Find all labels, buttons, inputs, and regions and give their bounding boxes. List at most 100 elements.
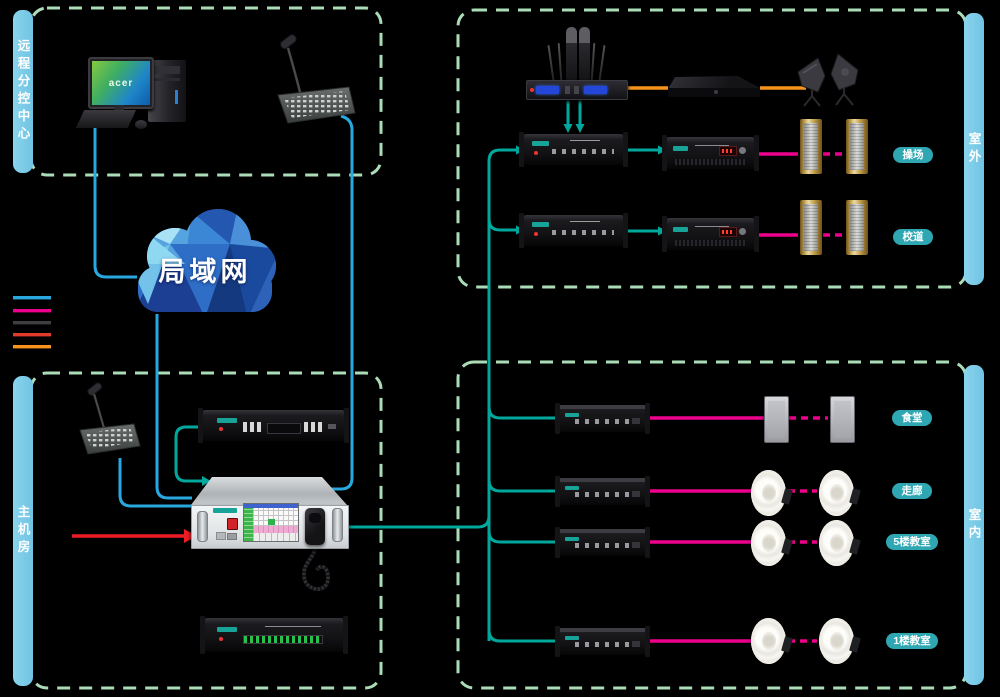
- mixer-title-line: [570, 221, 600, 222]
- receiver-display: [584, 86, 607, 94]
- directional-antenna: [797, 57, 826, 107]
- branch-floor1: [487, 629, 562, 643]
- brand-chip: [673, 146, 688, 151]
- host-ports: [216, 532, 226, 540]
- brand-chip: [565, 537, 579, 541]
- amp-mini-display: [632, 542, 640, 548]
- audio-trunk: [487, 148, 516, 641]
- column-speaker: [846, 200, 868, 255]
- brand-chip: [565, 486, 579, 490]
- ceiling-speaker: [751, 520, 786, 566]
- legend-line-speaker: [13, 309, 51, 313]
- host-power-button[interactable]: [227, 518, 238, 530]
- cd-display: [267, 423, 301, 434]
- cable-cd-to-host: [174, 425, 205, 483]
- host-handle-left: [197, 511, 208, 542]
- handheld-microphone: [566, 27, 577, 81]
- receiver-front: [526, 80, 628, 100]
- ceiling-speaker: [751, 618, 786, 664]
- lan-cloud-label: 局域网: [158, 257, 252, 287]
- cable-cloud-to-host: [155, 314, 192, 500]
- brand-chip: [213, 508, 237, 513]
- broadcast-host: [191, 477, 349, 550]
- wall-speaker: [830, 396, 855, 443]
- mixer-amplifier-school-road: [519, 213, 628, 248]
- amp-led-display: [719, 227, 737, 237]
- zone-label-floor1-classroom: 1楼教室: [886, 633, 938, 649]
- antenna: [590, 42, 596, 82]
- branch-canteen: [487, 406, 562, 420]
- antenna: [598, 45, 606, 81]
- column-speaker: [800, 200, 822, 255]
- legend-line-lan: [13, 296, 51, 300]
- host-handle-right: [332, 508, 343, 542]
- amp-vents: [675, 240, 746, 246]
- section-label-remote-center: 远程分控中心: [13, 10, 33, 173]
- brand-chip: [217, 627, 237, 632]
- antenna: [547, 45, 555, 81]
- host-touchscreen[interactable]: [243, 503, 299, 542]
- zone-amplifier-floor5: [555, 527, 650, 558]
- zone-amplifier-canteen: [555, 403, 650, 434]
- amp-mini-display: [632, 418, 640, 424]
- legend-line-alert: [13, 333, 51, 337]
- zone-amplifier-corridor: [555, 476, 650, 507]
- wall-speaker: [764, 396, 789, 443]
- pc-tower: [148, 60, 186, 122]
- cd-player: [198, 408, 349, 443]
- ceiling-speaker: [819, 520, 854, 566]
- section-label-outdoor: 室外: [964, 13, 984, 285]
- section-label-indoor: 室内: [964, 365, 984, 685]
- host-usb: [227, 533, 237, 540]
- legend-line-dark: [13, 321, 51, 325]
- zone-label-canteen: 食堂: [892, 410, 932, 426]
- column-speaker: [846, 119, 868, 174]
- branch-outdoor-2: [487, 218, 516, 232]
- zone-label-school-road: 校道: [893, 229, 933, 245]
- brand-chip: [217, 418, 237, 423]
- directional-antenna: [830, 53, 859, 106]
- lan-cables: [93, 114, 354, 508]
- host-top-face: [191, 477, 347, 505]
- power-amplifier-school-road: [662, 216, 759, 252]
- brand-chip: [532, 222, 549, 227]
- mixer-amplifier-playground: [519, 132, 628, 167]
- ceiling-speaker: [819, 618, 854, 664]
- zone-amplifier-floor1: [555, 626, 650, 657]
- cable-remote-mic-to-host: [327, 114, 354, 491]
- cd-buttons-right: [304, 422, 323, 432]
- monitor-screen: acer: [92, 61, 150, 105]
- amp-knob: [739, 228, 746, 235]
- sequencer-led-strip: [243, 635, 323, 644]
- monitor-brand-text: acer: [108, 77, 134, 89]
- receiver-display: [536, 86, 559, 94]
- legend-cable-colors: [13, 296, 51, 349]
- zone-label-corridor: 走廊: [892, 483, 932, 499]
- cd-buttons-left: [243, 422, 262, 432]
- mixer-title-line: [570, 140, 600, 141]
- cable-host-to-trunk: [348, 515, 491, 529]
- speaker-cables: [646, 152, 843, 643]
- tower-power-led: [175, 90, 178, 104]
- pc-keyboard: [76, 110, 136, 128]
- amp-mini-display: [632, 491, 640, 497]
- branch-floor5: [487, 530, 562, 544]
- amp-mini-display: [632, 641, 640, 647]
- main-room-border: [29, 371, 383, 690]
- alert-cable: [72, 529, 197, 543]
- sequencer-label-line: [265, 626, 321, 627]
- host-handset[interactable]: [305, 508, 325, 545]
- wireless-transmitter: [660, 76, 760, 97]
- antenna: [557, 42, 563, 82]
- pc-mouse: [135, 120, 147, 129]
- amp-label-line: [695, 145, 729, 146]
- brand-chip: [565, 636, 579, 640]
- zone-label-playground: 操场: [893, 147, 933, 163]
- wireless-mic-receiver: [526, 25, 628, 100]
- audio-cables: [174, 99, 658, 643]
- section-label-main-room: 主机房: [13, 376, 33, 686]
- amp-led-display: [719, 146, 737, 156]
- cable-room-mic-to-host: [118, 458, 192, 508]
